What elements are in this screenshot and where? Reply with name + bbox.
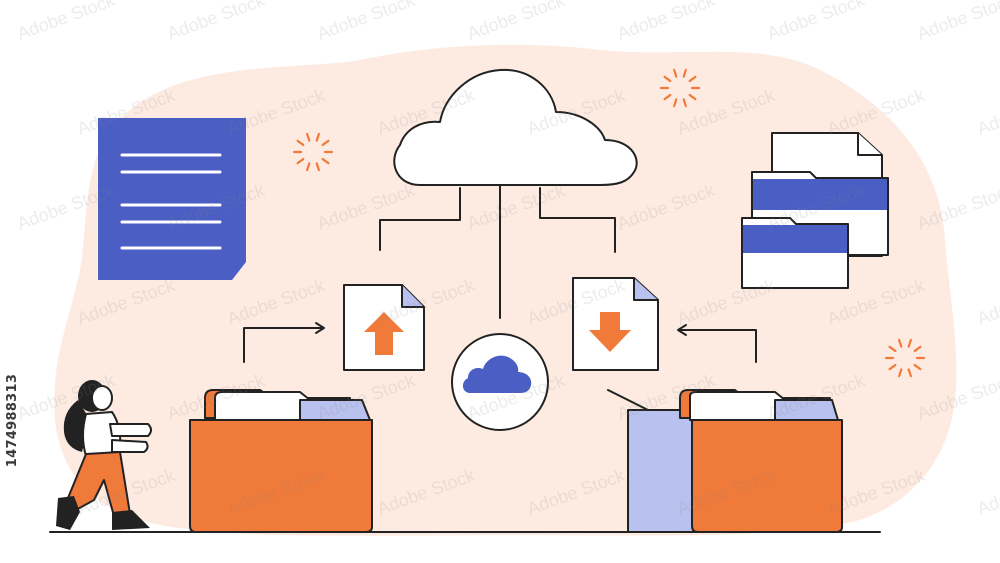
upload-file-card bbox=[343, 284, 425, 371]
watermark-text: Adobe Stock bbox=[765, 0, 869, 44]
watermark-text: Adobe Stock bbox=[315, 0, 419, 44]
arrowhead-left bbox=[677, 324, 687, 336]
left-folder-icon bbox=[189, 389, 373, 533]
sparkle-icon bbox=[659, 68, 701, 108]
folder-stack-icon bbox=[741, 132, 889, 289]
watermark-text: Adobe Stock bbox=[465, 0, 569, 44]
watermark-text: Adobe Stock bbox=[15, 0, 119, 44]
stock-id-text: 1474988313 bbox=[5, 373, 21, 467]
download-arrow-icon bbox=[589, 312, 631, 352]
watermark-text: Adobe Stock bbox=[975, 85, 1000, 139]
watermark-text: Adobe Stock bbox=[165, 0, 269, 44]
upload-arrow-icon bbox=[364, 312, 404, 355]
watermark-text: Adobe Stock bbox=[975, 465, 1000, 519]
right-folder-icon bbox=[627, 389, 843, 533]
watermark-text: Adobe Stock bbox=[915, 0, 1000, 44]
cloud-icon bbox=[393, 68, 638, 186]
connector-lines bbox=[243, 185, 757, 429]
watermark-text: Adobe Stock bbox=[615, 0, 719, 44]
stock-id-label: 1474988313 bbox=[2, 300, 24, 540]
download-file-card bbox=[572, 277, 659, 371]
sparkle-icon bbox=[292, 68, 926, 378]
cloud-sync-icon bbox=[451, 333, 549, 431]
sparkle-icon bbox=[884, 338, 926, 378]
watermark-text: Adobe Stock bbox=[975, 275, 1000, 329]
sparkle-icon bbox=[292, 132, 334, 172]
arrowhead-right bbox=[315, 322, 325, 334]
document-icon bbox=[98, 118, 246, 280]
person-figure bbox=[56, 380, 152, 530]
